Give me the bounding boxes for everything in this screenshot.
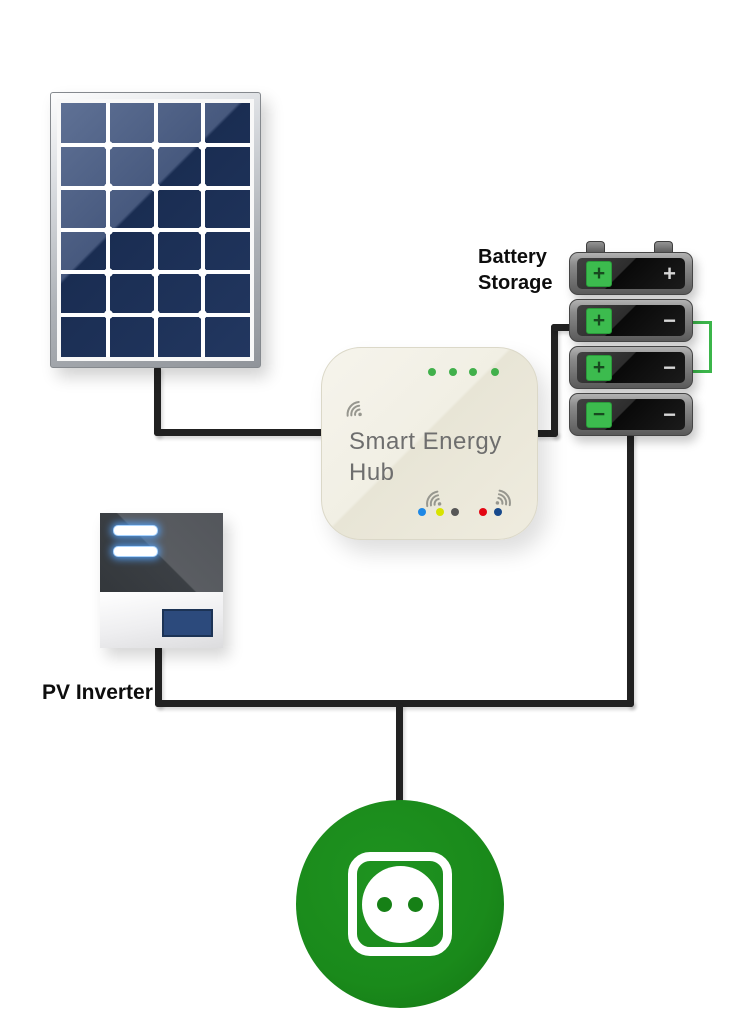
battery-module-face: + − [577,305,685,336]
battery-pole-sign: − [663,307,676,333]
solar-panel-cells [61,103,250,357]
inverter-led-bar [113,525,158,536]
battery-module-face: + + [577,258,685,289]
battery-pole-sign: − [663,354,676,380]
battery-pole-green: + [586,307,612,334]
pv-inverter-panel [100,513,223,592]
smart-energy-hub: Smart Energy Hub [321,347,538,540]
battery-terminal [586,241,605,254]
status-led [469,368,477,376]
battery-module: + + [569,252,693,295]
battery-pole-sign: + [663,260,676,286]
wire-solar-vertical [154,366,161,436]
grid-dot [103,267,113,277]
wire-inverter-down [155,645,162,707]
status-led [436,508,444,516]
wifi-icon [426,490,442,508]
grid-dot [198,140,208,150]
battery-module: − − [569,393,693,436]
grid-dot [103,310,113,320]
grid-dot [151,267,160,277]
battery-module: + − [569,299,693,342]
pv-inverter [100,513,223,648]
outlet-face [361,865,439,943]
battery-terminal [654,241,673,254]
status-led [491,368,499,376]
grid-dot [151,310,160,320]
battery-module-face: + − [577,352,685,383]
outlet-hole [377,896,392,912]
grid-dot [103,225,113,235]
status-led [451,508,459,516]
solar-panel [50,92,261,368]
wifi-icon [346,400,362,417]
grid-dot [198,267,208,277]
battery-storage-label: Battery Storage [478,246,553,294]
wire-battery-down [627,430,634,707]
status-led [494,508,502,516]
inverter-led-bar [113,546,158,557]
wire-solar-horizontal [154,429,324,436]
grid-dot [103,183,113,193]
battery-pole-green: − [586,401,612,428]
pv-inverter-label: PV Inverter [42,681,153,704]
wire-hub-battery-h2 [551,324,575,331]
grid-dot [151,140,160,150]
battery-pole-green: + [586,354,612,381]
wire-outlet-drop [396,703,403,803]
status-led [418,508,426,516]
grid-dot [198,225,208,235]
battery-module-face: − − [577,399,685,430]
grid-dot [103,140,113,150]
outlet-icon [348,852,452,956]
hub-title: Smart Energy Hub [349,428,502,486]
wifi-icon [495,489,511,507]
grid-dot [151,225,160,235]
battery-link-bracket [690,321,712,373]
pv-inverter-body [100,592,223,648]
status-led [479,508,487,516]
wire-hub-battery-v [551,324,558,437]
power-outlet-circle [296,800,504,1008]
grid-dot [198,310,208,320]
wire-bottom-horizontal [155,700,634,707]
wire-hub-battery-h1 [534,430,558,437]
battery-module: + − [569,346,693,389]
inverter-display [162,609,213,637]
status-led [428,368,436,376]
status-led [449,368,457,376]
outlet-hole [408,896,423,912]
grid-dot [151,183,160,193]
grid-dot [198,183,208,193]
battery-pole-green: + [586,260,612,287]
battery-pole-sign: − [663,401,676,427]
solar-panel-mat [57,99,254,361]
